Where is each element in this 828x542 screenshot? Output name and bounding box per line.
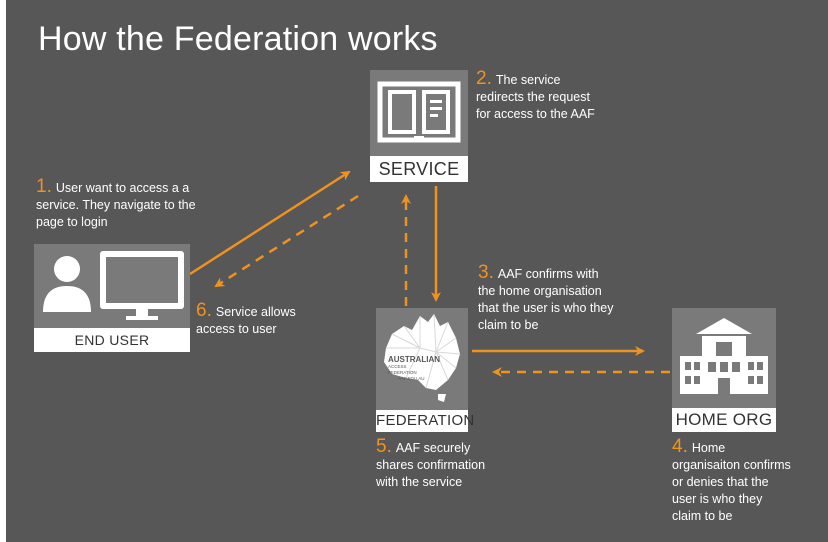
step-1-number: 1. xyxy=(36,176,52,197)
book-icon xyxy=(377,81,461,143)
federation-logo-text: AUSTRALIAN ACCESS FEDERATION AAF.EDU.AU xyxy=(388,355,440,382)
step-2-text: The service redirects the request for ac… xyxy=(476,73,595,121)
building-icon xyxy=(680,318,768,394)
step-2-number: 2. xyxy=(476,68,492,89)
step-5-number: 5. xyxy=(376,436,392,457)
federation-node: AUSTRALIAN ACCESS FEDERATION AAF.EDU.AU … xyxy=(376,308,474,432)
arrow-service-to-user xyxy=(214,194,359,288)
step-2-note: 2.The service redirects the request for … xyxy=(476,68,596,123)
page-title: How the Federation works xyxy=(38,20,438,58)
service-node: SERVICE xyxy=(370,70,468,182)
step-3-text: AAF confirms with the home organisation … xyxy=(478,267,614,332)
user-computer-icon xyxy=(43,251,184,320)
australia-map-icon xyxy=(384,313,461,402)
step-4-text: Home organisaiton confirms or denies tha… xyxy=(672,441,791,523)
step-4-number: 4. xyxy=(672,436,688,457)
arrow-user-to-service xyxy=(189,170,351,276)
step-3-number: 3. xyxy=(478,262,494,283)
step-3-note: 3.AAF confirms with the home organisatio… xyxy=(478,262,616,334)
federation-logo-line2: ACCESS FEDERATION xyxy=(388,364,417,375)
arrows-layer xyxy=(189,170,670,377)
step-1-note: 1.User want to access a a service. They … xyxy=(36,176,200,231)
step-6-note: 6.Service allows access to user xyxy=(196,300,300,338)
step-6-number: 6. xyxy=(196,300,212,321)
home-org-node: HOME ORG xyxy=(672,308,776,432)
federation-logo-line1: AUSTRALIAN xyxy=(388,355,440,364)
end-user-label: END USER xyxy=(34,328,190,352)
step-1-text: User want to access a a service. They na… xyxy=(36,181,196,229)
end-user-node: END USER xyxy=(34,244,190,352)
step-4-note: 4.Home organisaiton confirms or denies t… xyxy=(672,436,792,525)
step-5-text: AAF securely shares confirmation with th… xyxy=(376,441,486,489)
step-6-text: Service allows access to user xyxy=(196,305,296,336)
step-5-note: 5.AAF securely shares confirmation with … xyxy=(376,436,488,491)
diagram-canvas: How the Federation works xyxy=(6,0,828,542)
federation-label: FEDERATION xyxy=(376,410,474,432)
service-label: SERVICE xyxy=(370,156,468,182)
federation-logo-line3: AAF.EDU.AU xyxy=(398,376,425,381)
home-org-label: HOME ORG xyxy=(672,408,776,432)
